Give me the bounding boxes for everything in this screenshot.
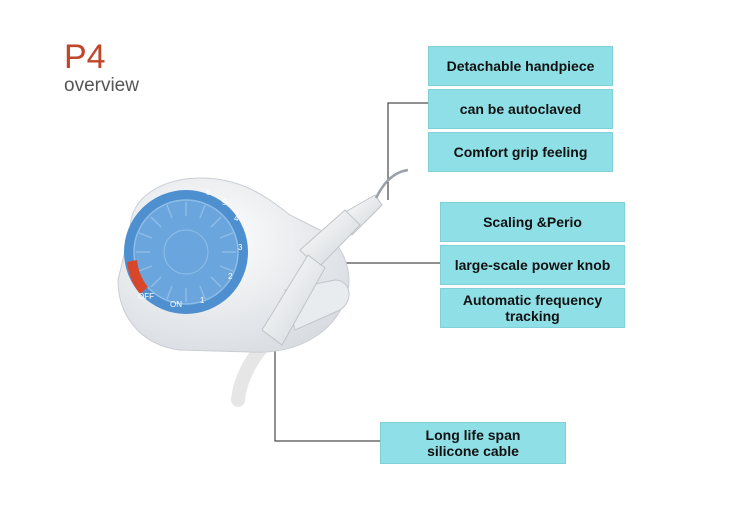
- label-autoclaved: can be autoclaved: [428, 89, 613, 129]
- knob-number-3: 3: [238, 243, 243, 252]
- knob-number-4: 4: [234, 214, 239, 223]
- page-title: P4: [64, 38, 106, 76]
- page-subtitle: overview: [64, 75, 139, 96]
- label-silicone-cable: Long life span silicone cable: [380, 422, 566, 464]
- knob-number-5: 5: [222, 198, 227, 207]
- label-scaling-perio: Scaling &Perio: [440, 202, 625, 242]
- label-detachable-handpiece: Detachable handpiece: [428, 46, 613, 86]
- label-power-knob: large-scale power knob: [440, 245, 625, 285]
- knob-off-label: OFF: [138, 292, 154, 301]
- knob-number-6: 6: [206, 188, 211, 197]
- knob-on-label: ON: [170, 300, 182, 309]
- label-comfort-grip: Comfort grip feeling: [428, 132, 613, 172]
- label-frequency-tracking: Automatic frequency tracking: [440, 288, 625, 328]
- knob-number-1: 1: [200, 296, 205, 305]
- knob-number-2: 2: [228, 272, 233, 281]
